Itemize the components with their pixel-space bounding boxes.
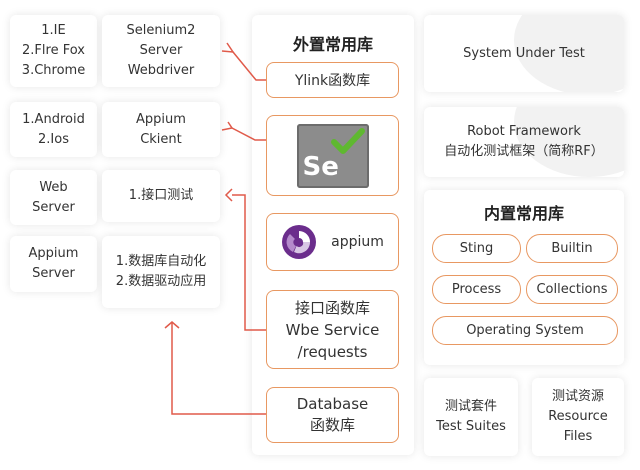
ylink-lib-label: Ylink函数库 xyxy=(294,73,371,89)
arrow-interface-to-test xyxy=(232,194,266,331)
ylink-lib-box: Ylink函数库 xyxy=(266,62,399,98)
arrow-selenium-to-appium-client xyxy=(231,127,266,141)
lib-collections: Collections xyxy=(526,275,618,304)
web-server-text: Web Server xyxy=(32,179,75,215)
system-under-test-text: System Under Test xyxy=(463,45,585,61)
selenium-server-card: Selenium2 Server Webdriver xyxy=(102,15,220,87)
arrow-ylink-to-selenium xyxy=(232,51,266,81)
appium-lib-box: appium xyxy=(266,213,399,271)
web-server-card: Web Server xyxy=(10,170,97,225)
appium-logo-icon xyxy=(282,225,317,259)
appium-client-text: Appium Ckient xyxy=(136,111,186,147)
appium-server-text: Appium Server xyxy=(28,246,79,281)
mobile-os-text: 1.Android 2.Ios xyxy=(22,111,85,147)
lib-builtin: Builtin xyxy=(526,234,618,263)
external-libs-title: 外置常用库 xyxy=(292,35,373,54)
mobile-os-card: 1.Android 2.Ios xyxy=(10,102,97,157)
database-lib-box: Database 函数库 xyxy=(266,387,399,443)
builtin-libs-title: 内置常用库 xyxy=(483,204,564,223)
interface-test-text: 1.接口测试 xyxy=(128,188,194,203)
test-suites-text: 测试套件 Test Suites xyxy=(436,399,506,434)
resource-files-card: 测试资源 Resource Files xyxy=(532,378,624,456)
selenium-server-text: Selenium2 Server Webdriver xyxy=(126,23,196,78)
database-lib-label: Database 函数库 xyxy=(296,395,369,434)
selenium-logo-icon: Se xyxy=(296,123,369,188)
lib-process: Process xyxy=(432,275,521,304)
appium-client-card: Appium Ckient xyxy=(102,102,220,157)
test-suites-card: 测试套件 Test Suites xyxy=(424,378,518,456)
resource-files-text: 测试资源 Resource Files xyxy=(548,389,608,444)
interface-lib-label: 接口函数库 Wbe Service /requests xyxy=(285,298,380,361)
browser-list-card: 1.IE 2.Flre Fox 3.Chrome xyxy=(10,15,97,87)
appium-lib-label: appium xyxy=(331,234,384,250)
interface-lib-box: 接口函数库 Wbe Service /requests xyxy=(266,290,399,369)
lib-string: Sting xyxy=(432,234,521,263)
selenium-lib-box: Se xyxy=(266,115,399,196)
interface-test-card: 1.接口测试 xyxy=(102,170,220,222)
database-automation-card: 1.数据库自动化 2.数据驱动应用 xyxy=(102,236,220,308)
arrow-database-to-automation xyxy=(171,322,266,415)
appium-server-card: Appium Server xyxy=(10,236,97,292)
robot-framework-text: Robot Framework 自动化测试框架（简称RF） xyxy=(444,124,604,159)
database-automation-text: 1.数据库自动化 2.数据驱动应用 xyxy=(115,254,207,289)
lib-operating-system: Operating System xyxy=(432,316,618,345)
browser-list-text: 1.IE 2.Flre Fox 3.Chrome xyxy=(21,23,86,78)
